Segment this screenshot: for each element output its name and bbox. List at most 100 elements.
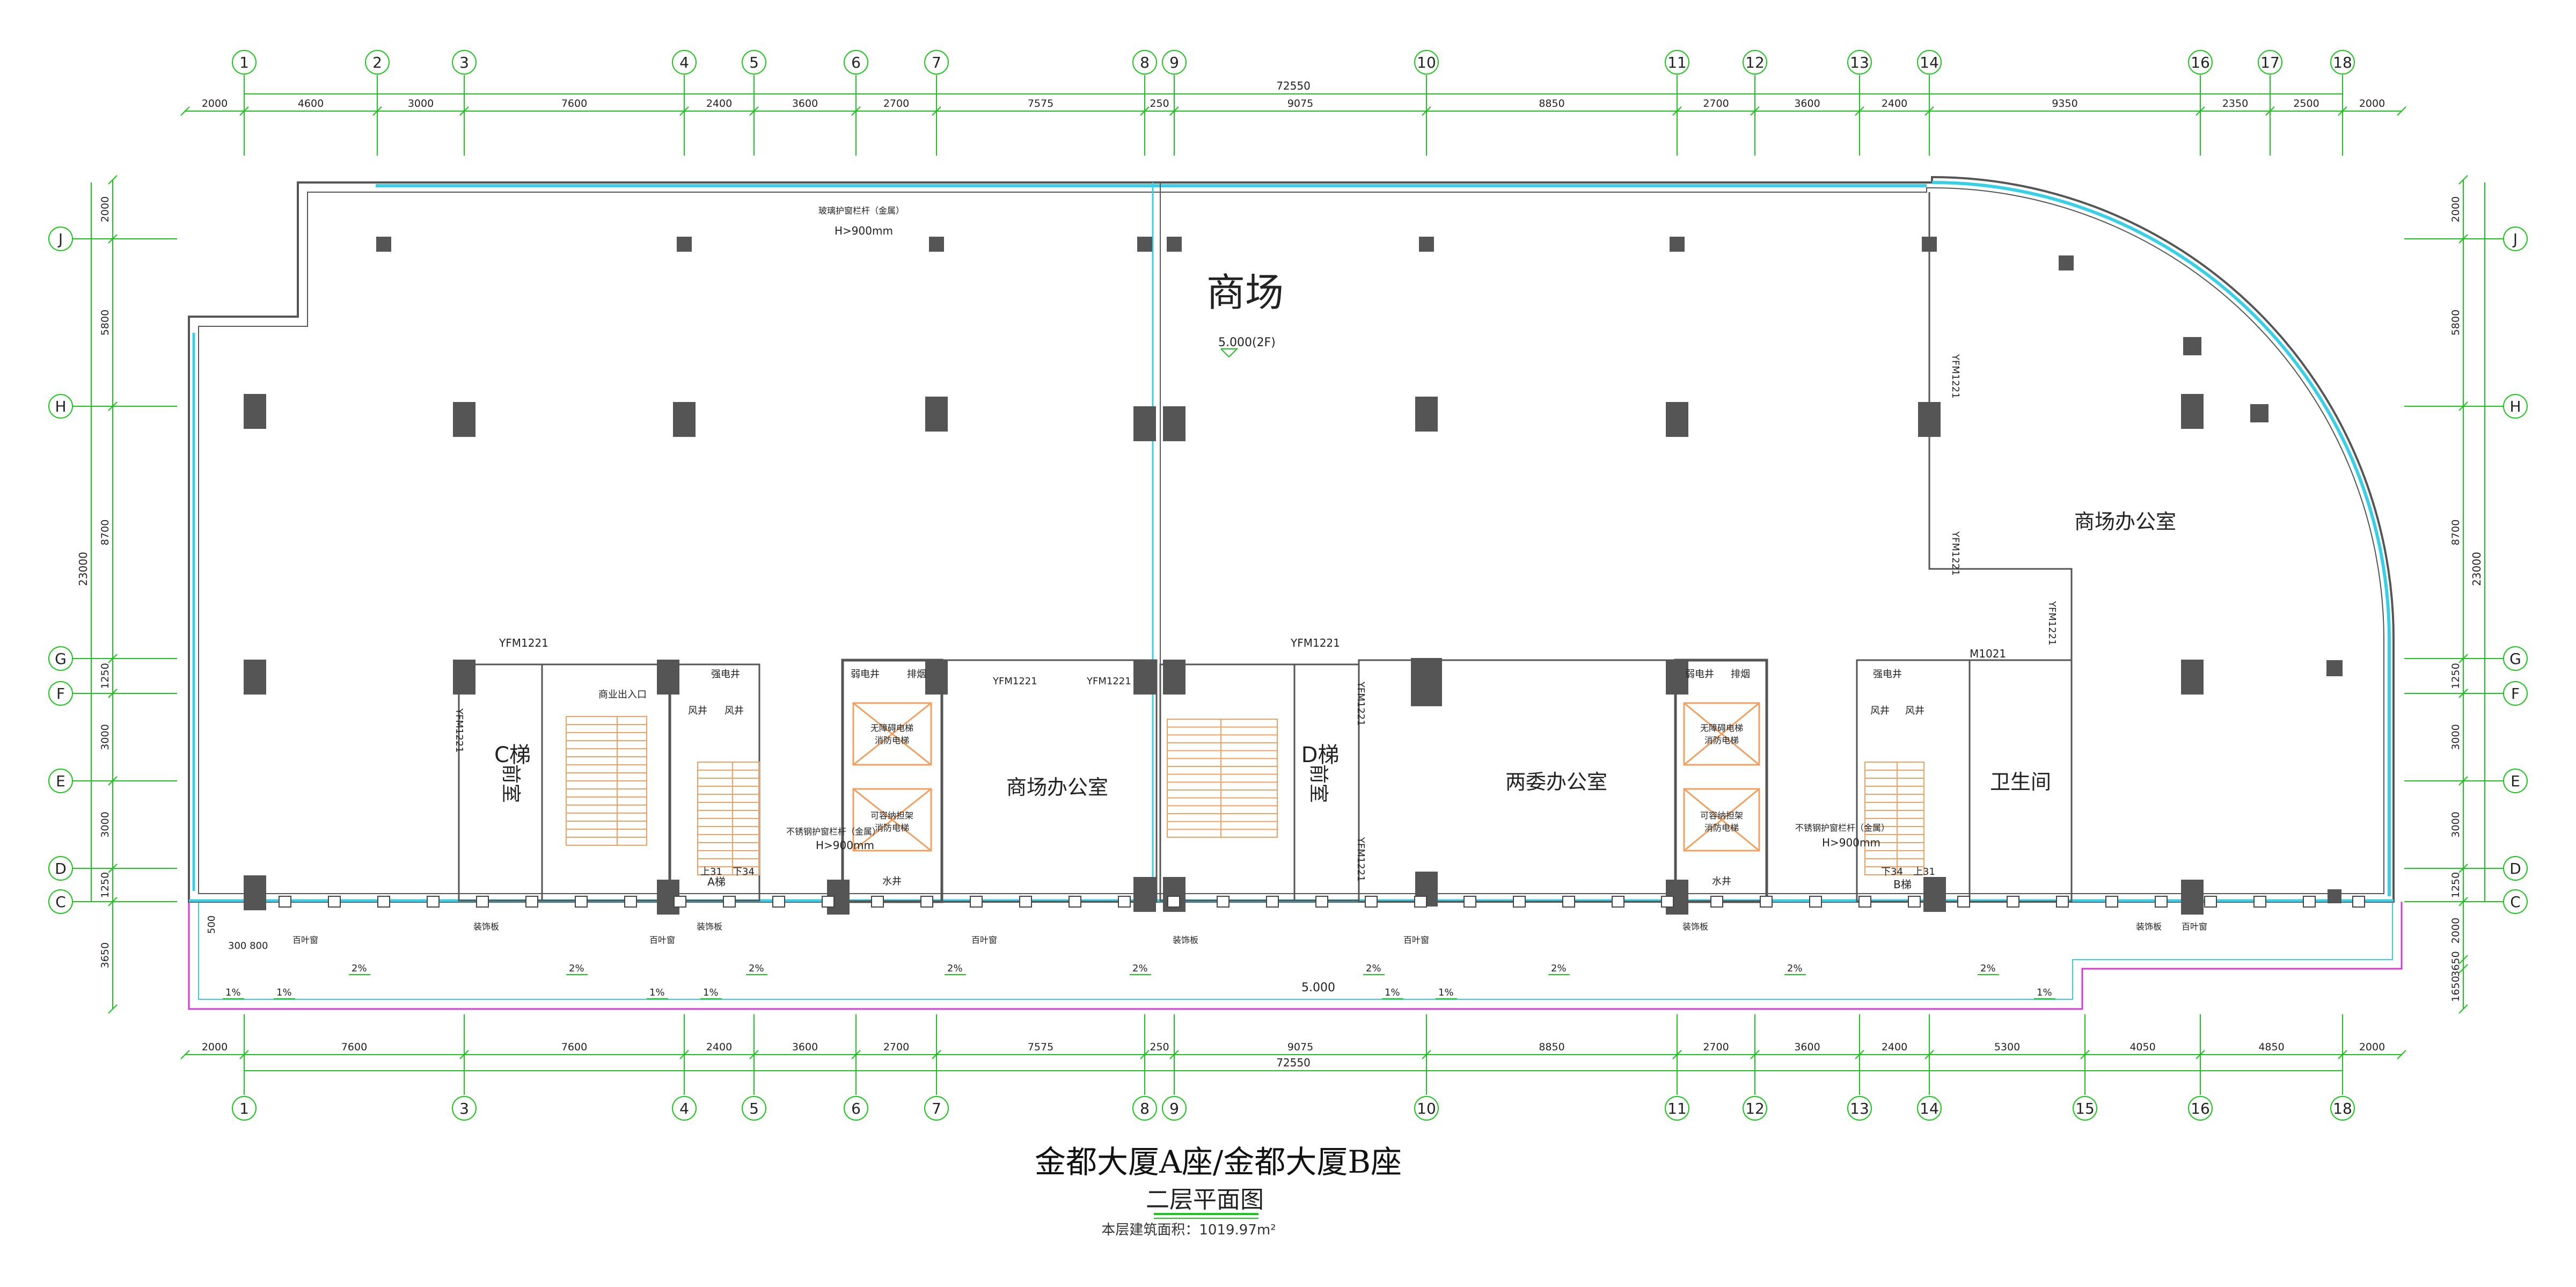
window-marker bbox=[1365, 896, 1378, 908]
dimension-value: 3000 bbox=[99, 724, 111, 750]
column bbox=[1670, 237, 1685, 252]
dimension-value: 5800 bbox=[99, 310, 111, 335]
dimension-value: 2000 bbox=[99, 196, 111, 222]
level-triangle bbox=[1220, 348, 1239, 358]
drawing-title: 金都大厦A座/金都大厦B座 bbox=[1035, 1144, 1402, 1180]
dimension-value: 250 bbox=[1150, 1041, 1169, 1053]
slope-label: 1% bbox=[1385, 987, 1400, 998]
axis-label-bottom: 7 bbox=[932, 1100, 941, 1117]
axis-bubble-left bbox=[48, 769, 73, 793]
window-marker bbox=[1118, 896, 1131, 908]
louver-3: 百叶窗 bbox=[971, 935, 997, 945]
axis-label-bottom: 13 bbox=[1850, 1100, 1869, 1117]
column bbox=[1133, 406, 1156, 442]
column bbox=[925, 397, 948, 432]
axis-bubble-bottom bbox=[2188, 1096, 2213, 1121]
axis-label-bottom: 1 bbox=[239, 1100, 249, 1117]
window-marker bbox=[575, 896, 588, 908]
dimension-value: 1250 bbox=[2450, 872, 2462, 898]
axis-bubble-bottom bbox=[2073, 1096, 2097, 1121]
floor-area: 本层建筑面积：1019.97m² bbox=[1101, 1222, 1276, 1238]
window-marker bbox=[1661, 896, 1674, 908]
dimension-value: 2000 bbox=[2450, 918, 2462, 944]
window-marker bbox=[1612, 896, 1624, 908]
axis-bubble-left bbox=[48, 394, 73, 419]
axis-label-top: 10 bbox=[1417, 54, 1436, 71]
elev-fire-a: 消防电梯 bbox=[875, 735, 909, 745]
window-marker bbox=[2303, 896, 2316, 908]
axis-label-top: 6 bbox=[851, 54, 861, 71]
title-block: 金都大厦A座/金都大厦B座 二层平面图 本层建筑面积：1019.97m² bbox=[1035, 1144, 1402, 1238]
rail-a-note: 不锈钢护窗栏杆（金属） bbox=[786, 827, 881, 837]
door-label-6: YFM1221 bbox=[1355, 681, 1366, 726]
axis-label-bottom: 6 bbox=[851, 1100, 861, 1117]
column bbox=[1133, 660, 1156, 695]
stair-d-label: D梯 bbox=[1301, 743, 1340, 767]
dimension-value: 2000 bbox=[2359, 1041, 2385, 1053]
dimension-value: 5800 bbox=[2450, 310, 2462, 335]
window-marker bbox=[2352, 896, 2365, 908]
window-marker bbox=[1414, 896, 1427, 908]
slope-label: 2% bbox=[1366, 963, 1381, 974]
column bbox=[1163, 660, 1185, 695]
axis-bubble-bottom bbox=[452, 1096, 477, 1121]
column bbox=[673, 402, 696, 437]
dimension-value: 3000 bbox=[2450, 811, 2462, 837]
dimension-value: 1250 bbox=[99, 872, 111, 898]
window-marker bbox=[871, 896, 884, 908]
window-marker bbox=[1710, 896, 1723, 908]
stair-c-treads bbox=[566, 716, 647, 846]
column bbox=[1133, 877, 1156, 912]
window-marker bbox=[970, 896, 983, 908]
axis-bubble-top bbox=[742, 50, 766, 75]
axis-bubble-right bbox=[2503, 646, 2528, 671]
window-marker bbox=[1858, 896, 1871, 908]
elev-freight-a: 可容纳担架 bbox=[870, 810, 913, 821]
drawing-subtitle: 二层平面图 bbox=[1146, 1186, 1264, 1213]
smoke-shaft-a: 排烟 bbox=[907, 669, 926, 680]
stair-a-up: 上31 bbox=[700, 866, 722, 878]
ac-board-3: 装饰板 bbox=[1173, 935, 1198, 945]
axis-label-left: F bbox=[56, 685, 65, 703]
axis-label-right: D bbox=[2509, 860, 2521, 878]
room-label-two-committee-office: 两委办公室 bbox=[1505, 770, 1607, 794]
slope-label: 2% bbox=[1787, 963, 1803, 974]
axis-label-bottom: 9 bbox=[1169, 1100, 1179, 1117]
dimension-value: 2700 bbox=[883, 98, 909, 109]
column bbox=[1137, 237, 1152, 252]
window-marker bbox=[2155, 896, 2168, 908]
axis-bubble-top bbox=[232, 50, 257, 75]
water-shaft-a: 水井 bbox=[882, 876, 902, 887]
column bbox=[1923, 877, 1946, 912]
ac-board-1: 装饰板 bbox=[473, 922, 499, 932]
axis-label-right: H bbox=[2509, 398, 2521, 415]
axis-label-top: 1 bbox=[239, 54, 249, 71]
door-label-m: M1021 bbox=[1970, 647, 2006, 660]
louver-5: 百叶窗 bbox=[2182, 922, 2207, 932]
axis-label-top: 16 bbox=[2191, 54, 2210, 71]
dimension-value: 7575 bbox=[1028, 1041, 1053, 1053]
axis-label-right: F bbox=[2511, 685, 2520, 703]
axis-bubble-bottom bbox=[1162, 1096, 1187, 1121]
window-marker bbox=[1760, 896, 1773, 908]
dimension-value: 9350 bbox=[2052, 98, 2077, 109]
door-label-3: YFM1221 bbox=[1086, 676, 1131, 687]
dimension-value: 2000 bbox=[2359, 98, 2385, 109]
window-marker bbox=[1266, 896, 1279, 908]
axis-label-right: C bbox=[2510, 893, 2521, 911]
dimension-value: 8850 bbox=[1539, 1041, 1564, 1053]
axis-bubble-top bbox=[452, 50, 477, 75]
axis-label-left: E bbox=[56, 772, 65, 790]
elevator-cars bbox=[852, 702, 1760, 852]
dimension-value: 2700 bbox=[1703, 98, 1729, 109]
window-marker bbox=[1463, 896, 1476, 908]
axis-label-top: 3 bbox=[459, 54, 469, 71]
axis-label-bottom: 4 bbox=[679, 1100, 689, 1117]
axis-bubble-left bbox=[48, 646, 73, 671]
air-shaft-b: 风井 bbox=[1870, 705, 1890, 716]
stair-a-treads bbox=[697, 762, 760, 875]
window-marker bbox=[328, 896, 341, 908]
axis-label-bottom: 8 bbox=[1140, 1100, 1150, 1117]
axis-bubble-bottom bbox=[672, 1096, 697, 1121]
